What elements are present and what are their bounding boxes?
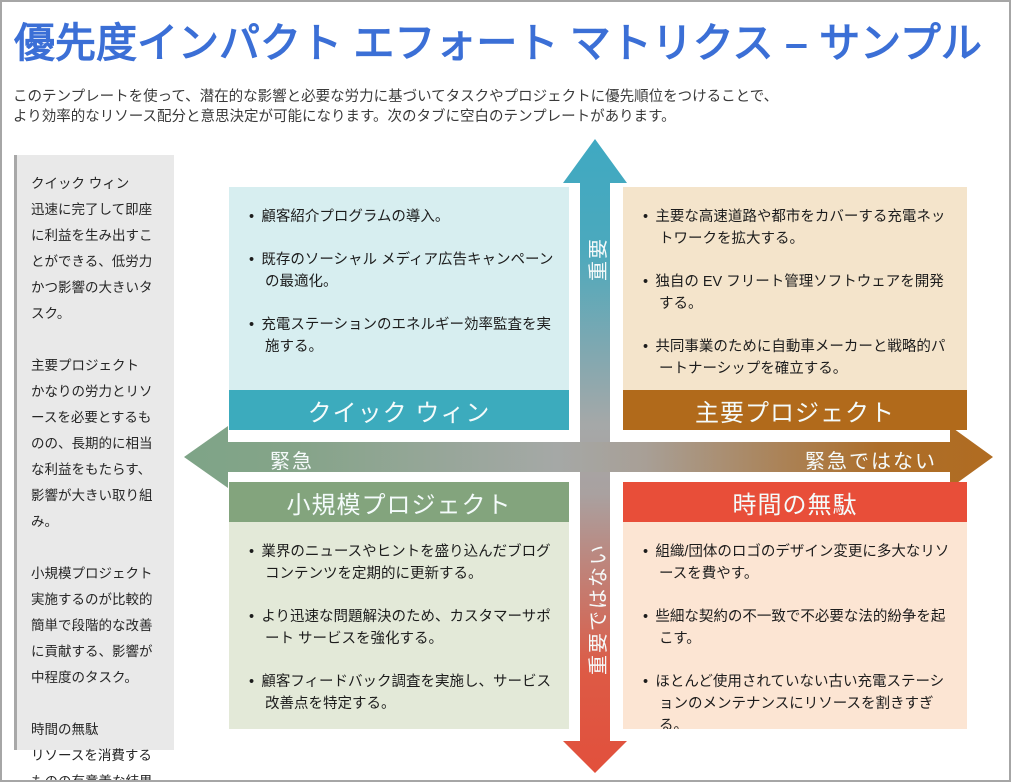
list-item: 主要な高速道路や都市をカバーする充電ネットワークを拡大する。: [643, 206, 955, 250]
quadrant-time-wasters: 時間の無駄 組織/団体のロゴのデザイン変更に多大なリソースを費やす。 些細な契約…: [623, 482, 967, 729]
list-item: 独自の EV フリート管理ソフトウェアを開発する。: [643, 271, 955, 315]
legend-section-quick-wins: クイック ウィン 迅速に完了して即座に利益を生み出すことができる、低労力かつ影響…: [31, 171, 164, 327]
legend-section-small-projects: 小規模プロジェクト 実施するのが比較的簡単で段階的な改善に貢献する、影響が中程度…: [31, 561, 164, 691]
quadrant-small-projects: 小規模プロジェクト 業界のニュースやヒントを盛り込んだブログコンテンツを定期的に…: [229, 482, 569, 729]
legend-heading: 時間の無駄: [31, 722, 99, 737]
list-item: 顧客フィードバック調査を実施し、サービス改善点を特定する。: [249, 671, 557, 715]
quadrant-major-projects: 主要な高速道路や都市をカバーする充電ネットワークを拡大する。 独自の EV フリ…: [623, 187, 967, 430]
quadrant-major-projects-label: 主要プロジェクト: [623, 390, 967, 430]
list-item: 充電ステーションのエネルギー効率監査を実施する。: [249, 314, 557, 358]
list-item: ほとんど使用されていない古い充電ステーションのメンテナンスにリソースを割きすぎる…: [643, 671, 955, 729]
legend-heading: クイック ウィン: [31, 176, 130, 191]
quadrant-major-projects-items: 主要な高速道路や都市をカバーする充電ネットワークを拡大する。 独自の EV フリ…: [623, 187, 967, 390]
legend-body: 迅速に完了して即座に利益を生み出すことができる、低労力かつ影響の大きいタスク。: [31, 202, 153, 321]
list-item: 共同事業のために自動車メーカーと戦略的パートナーシップを確立する。: [643, 336, 955, 380]
legend-body: 実施するのが比較的簡単で段階的な改善に貢献する、影響が中程度のタスク。: [31, 592, 153, 685]
quadrant-small-projects-items: 業界のニュースやヒントを盛り込んだブログコンテンツを定期的に更新する。 より迅速…: [229, 522, 569, 729]
list-item: 些細な契約の不一致で不必要な法的紛争を起こす。: [643, 606, 955, 650]
subtitle-line-1: このテンプレートを使って、潜在的な影響と必要な労力に基づいてタスクやプロジェクト…: [13, 89, 779, 105]
quadrant-quick-wins-items: 顧客紹介プログラムの導入。 既存のソーシャル メディア広告キャンペーンの最適化。…: [229, 187, 569, 390]
quadrant-time-wasters-label: 時間の無駄: [623, 482, 967, 522]
list-item: 既存のソーシャル メディア広告キャンペーンの最適化。: [249, 249, 557, 293]
axis-label-not-important: 重要ではない: [588, 543, 610, 675]
legend-section-major-projects: 主要プロジェクト かなりの労力とリソースを必要とするものの、長期的に相当な利益を…: [31, 353, 164, 535]
page-subtitle: このテンプレートを使って、潜在的な影響と必要な労力に基づいてタスクやプロジェクト…: [13, 88, 853, 127]
quadrant-legend-panel: クイック ウィン 迅速に完了して即座に利益を生み出すことができる、低労力かつ影響…: [14, 155, 174, 780]
legend-body: リソースを消費するものの有意義な結果をもたらさない、影響の少ない活動。: [31, 748, 153, 782]
quadrant-quick-wins: 顧客紹介プログラムの導入。 既存のソーシャル メディア広告キャンペーンの最適化。…: [229, 187, 569, 430]
axis-label-important: 重要: [588, 237, 610, 281]
subtitle-line-2: より効率的なリソース配分と意思決定が可能になります。次のタブに空白のテンプレート…: [13, 108, 676, 125]
list-item: より迅速な問題解決のため、カスタマーサポート サービスを強化する。: [249, 606, 557, 650]
legend-heading: 主要プロジェクト: [31, 358, 139, 373]
page-title: 優先度インパクト エフォート マトリクス – サンプル: [14, 20, 982, 66]
legend-heading: 小規模プロジェクト: [31, 566, 153, 581]
horizontal-axis-arrow: [184, 426, 993, 488]
list-item: 組織/団体のロゴのデザイン変更に多大なリソースを費やす。: [643, 541, 955, 585]
legend-body: かなりの労力とリソースを必要とするものの、長期的に相当な利益をもたらす、影響が大…: [31, 384, 153, 529]
quadrant-time-wasters-items: 組織/団体のロゴのデザイン変更に多大なリソースを費やす。 些細な契約の不一致で不…: [623, 522, 967, 729]
quadrant-small-projects-label: 小規模プロジェクト: [229, 482, 569, 522]
quadrant-quick-wins-label: クイック ウィン: [229, 390, 569, 430]
legend-section-time-wasters: 時間の無駄 リソースを消費するものの有意義な結果をもたらさない、影響の少ない活動…: [31, 717, 164, 782]
list-item: 業界のニュースやヒントを盛り込んだブログコンテンツを定期的に更新する。: [249, 541, 557, 585]
list-item: 顧客紹介プログラムの導入。: [249, 206, 557, 228]
axis-label-not-urgent: 緊急ではない: [805, 451, 937, 473]
axis-label-urgent: 緊急: [270, 451, 314, 473]
